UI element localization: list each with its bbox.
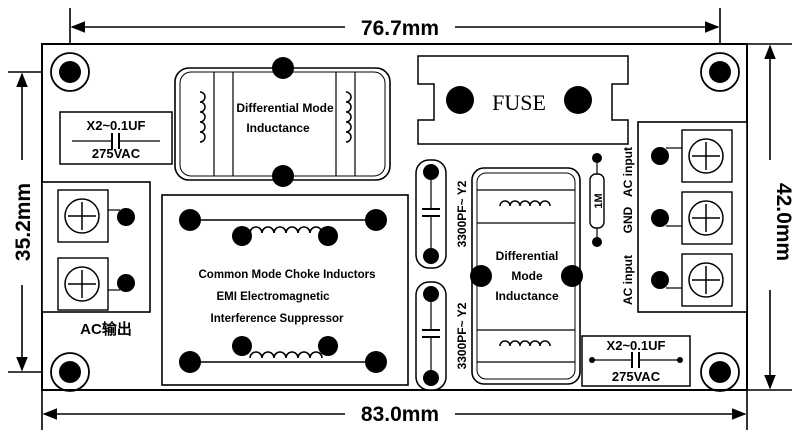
dimension-top-label: 76.7mm — [361, 17, 439, 40]
x2-capacitor-bottom-right-value: X2~0.1UF — [607, 338, 666, 353]
terminal-block-input — [637, 121, 748, 313]
differential-inductor-middle-line1: Differential — [496, 249, 559, 263]
differential-inductor-middle-line2: Mode — [511, 269, 543, 283]
terminal-label-ac-input-top: AC input — [621, 147, 635, 197]
dimension-right — [748, 43, 792, 391]
mounting-hole-top-right — [700, 52, 740, 92]
resistor-1m-label: 1M — [593, 193, 605, 208]
x2-capacitor-top-left-voltage: 275VAC — [92, 146, 141, 161]
fuse-holder — [417, 55, 629, 145]
dimension-bottom — [41, 388, 748, 430]
dimension-left-label: 35.2mm — [12, 183, 35, 261]
fuse-label: FUSE — [492, 90, 546, 115]
y2-capacitor-upper — [415, 159, 447, 269]
terminal-block-output-label: AC输出 — [80, 320, 132, 338]
terminal-label-ac-input-bottom: AC input — [621, 255, 635, 305]
resistor-1m — [589, 153, 605, 247]
differential-inductor-middle-line3: Inductance — [495, 289, 559, 303]
common-mode-choke-line2: EMI Electromagnetic — [216, 291, 330, 303]
x2-capacitor-top-left — [59, 111, 173, 165]
differential-inductor-top — [174, 57, 391, 187]
x2-capacitor-bottom-right-voltage: 275VAC — [612, 369, 661, 384]
dimension-bottom-label: 83.0mm — [361, 403, 439, 426]
mounting-hole-bottom-right — [700, 352, 740, 392]
common-mode-choke-line3: Interference Suppressor — [211, 313, 344, 325]
terminal-label-gnd: GND — [621, 206, 635, 233]
differential-inductor-top-line1: Differential Mode — [236, 101, 334, 115]
common-mode-choke — [161, 194, 409, 386]
mounting-hole-bottom-left — [50, 352, 90, 392]
mounting-hole-top-left — [50, 52, 90, 92]
differential-inductor-middle — [470, 167, 583, 385]
common-mode-choke-line1: Common Mode Choke Inductors — [199, 269, 376, 281]
differential-inductor-top-line2: Inductance — [246, 121, 310, 135]
y2-capacitor-upper-label: 3300PF~ Y2 — [455, 180, 469, 247]
y2-capacitor-lower — [415, 281, 447, 391]
x2-capacitor-top-left-value: X2~0.1UF — [87, 118, 146, 133]
x2-capacitor-bottom-right — [581, 335, 691, 387]
terminal-block-output — [41, 181, 151, 313]
y2-capacitor-lower-label: 3300PF~ Y2 — [455, 302, 469, 369]
dimension-right-label: 42.0mm — [772, 183, 795, 261]
